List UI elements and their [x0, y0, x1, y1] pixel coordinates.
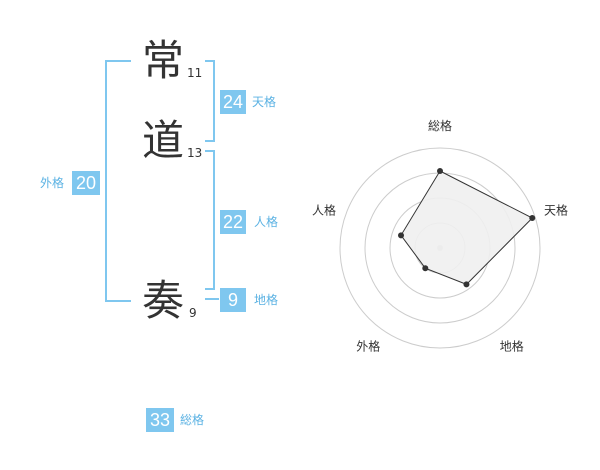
stroke-count-1: 11: [187, 66, 203, 80]
radar-area: [400, 170, 534, 285]
tenkaku-bracket: [205, 60, 215, 142]
gaikaku-label: 外格: [40, 176, 65, 190]
radar-axis-label-4: 人格: [312, 202, 336, 217]
chikaku-connector: [205, 298, 219, 300]
soukaku-value: 33: [146, 408, 174, 432]
soukaku-label: 総格: [180, 413, 205, 427]
radar-point-2: [463, 281, 470, 288]
jinkaku-label: 人格: [254, 215, 279, 229]
name-char-2: 道: [142, 116, 185, 165]
tenkaku-value: 24: [220, 90, 246, 114]
radar-axis-label-2: 地格: [500, 339, 524, 354]
radar-axis-label-1: 天格: [544, 202, 568, 217]
gaikaku-value: 20: [72, 171, 100, 195]
radar-point-1: [529, 215, 536, 222]
jinkaku-bracket: [205, 150, 215, 290]
stroke-count-3: 9: [189, 306, 197, 320]
name-char-1: 常: [142, 36, 185, 85]
jinkaku-value: 22: [220, 210, 246, 234]
tenkaku-label: 天格: [252, 95, 277, 109]
radar-point-3: [422, 265, 429, 272]
radar-points: [398, 168, 536, 288]
radar-point-4: [398, 232, 405, 239]
radar-axis-label-3: 外格: [356, 339, 380, 354]
chikaku-label: 地格: [254, 293, 279, 307]
radar-ring-4: [339, 147, 541, 349]
radar-axis-label-0: 総格: [428, 118, 452, 133]
gaikaku-bracket: [105, 60, 131, 302]
chikaku-value: 9: [220, 288, 246, 312]
stroke-count-2: 13: [187, 146, 203, 160]
name-char-3: 奏: [142, 276, 185, 325]
radar-point-0: [437, 168, 443, 174]
